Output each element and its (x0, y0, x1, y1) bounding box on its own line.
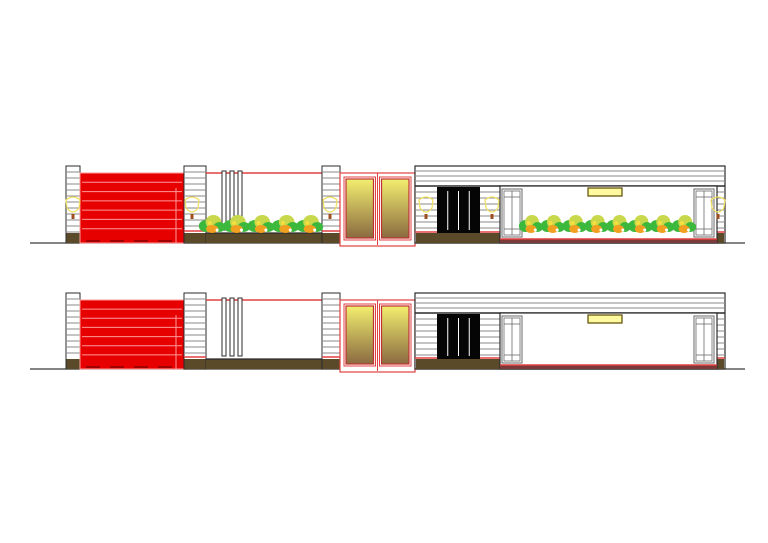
shrub-icon (518, 215, 543, 233)
pillar-middle-2 (321, 292, 341, 370)
sliding-gate (79, 172, 185, 244)
plant-beds (198, 215, 697, 233)
shrub-icon (540, 215, 565, 233)
shrub-icon (672, 215, 697, 233)
fence-bay (206, 170, 322, 243)
fence-soil (206, 233, 322, 243)
black-panel (437, 187, 480, 233)
black-panel (437, 314, 480, 359)
fence-soil (206, 359, 322, 369)
pillar-middle-1 (183, 165, 207, 244)
entry-doors (339, 299, 416, 373)
open-bay-floor (500, 365, 717, 369)
shrub-icon (562, 215, 587, 233)
wall-lamps (65, 196, 726, 219)
shrub-icon (198, 215, 226, 233)
pillar-middle-2 (321, 165, 341, 244)
building (414, 292, 726, 370)
opening-sign (587, 187, 623, 197)
elevation-lower (30, 292, 745, 373)
fence-post (229, 297, 235, 357)
pillar-middle-1 (183, 292, 207, 370)
wall-lamp-icon (418, 196, 434, 219)
side-door-2 (693, 188, 715, 238)
building-soil (416, 233, 500, 243)
shrub-icon (247, 215, 275, 233)
shrub-icon (296, 215, 324, 233)
side-door-1 (501, 188, 523, 238)
elevations (30, 165, 745, 373)
left-pillar (65, 165, 81, 244)
building-soil (416, 359, 500, 369)
fence-post (237, 297, 243, 357)
shrub-icon (606, 215, 631, 233)
wall-lamp-icon (184, 196, 200, 219)
shrub-icon (584, 215, 609, 233)
opening-sign (587, 314, 623, 324)
door-leaf (345, 305, 375, 365)
fence-bay (206, 297, 322, 369)
fence-post (221, 170, 227, 231)
open-bay (499, 185, 718, 244)
wall-lamp-icon (710, 196, 726, 219)
side-door-2 (693, 315, 715, 364)
door-leaf (380, 178, 410, 239)
shrub-icon (223, 215, 251, 233)
door-leaf (345, 178, 375, 239)
wall-lamp-icon (322, 196, 338, 219)
left-pillar (65, 292, 81, 370)
plant-bed-1 (198, 215, 324, 233)
elevation-upper (30, 165, 745, 247)
sliding-gate (79, 299, 185, 370)
wall-lamp-icon (65, 196, 81, 219)
open-bay-floor (500, 239, 717, 243)
open-bay (499, 312, 718, 370)
entry-doors (339, 172, 416, 247)
plant-bed-2 (518, 215, 697, 233)
door-leaf (380, 305, 410, 365)
shrub-icon (650, 215, 675, 233)
wall-lamp-icon (484, 196, 500, 219)
shrub-icon (271, 215, 299, 233)
shrub-icon (628, 215, 653, 233)
side-door-1 (501, 315, 523, 364)
fence-post (221, 297, 227, 357)
